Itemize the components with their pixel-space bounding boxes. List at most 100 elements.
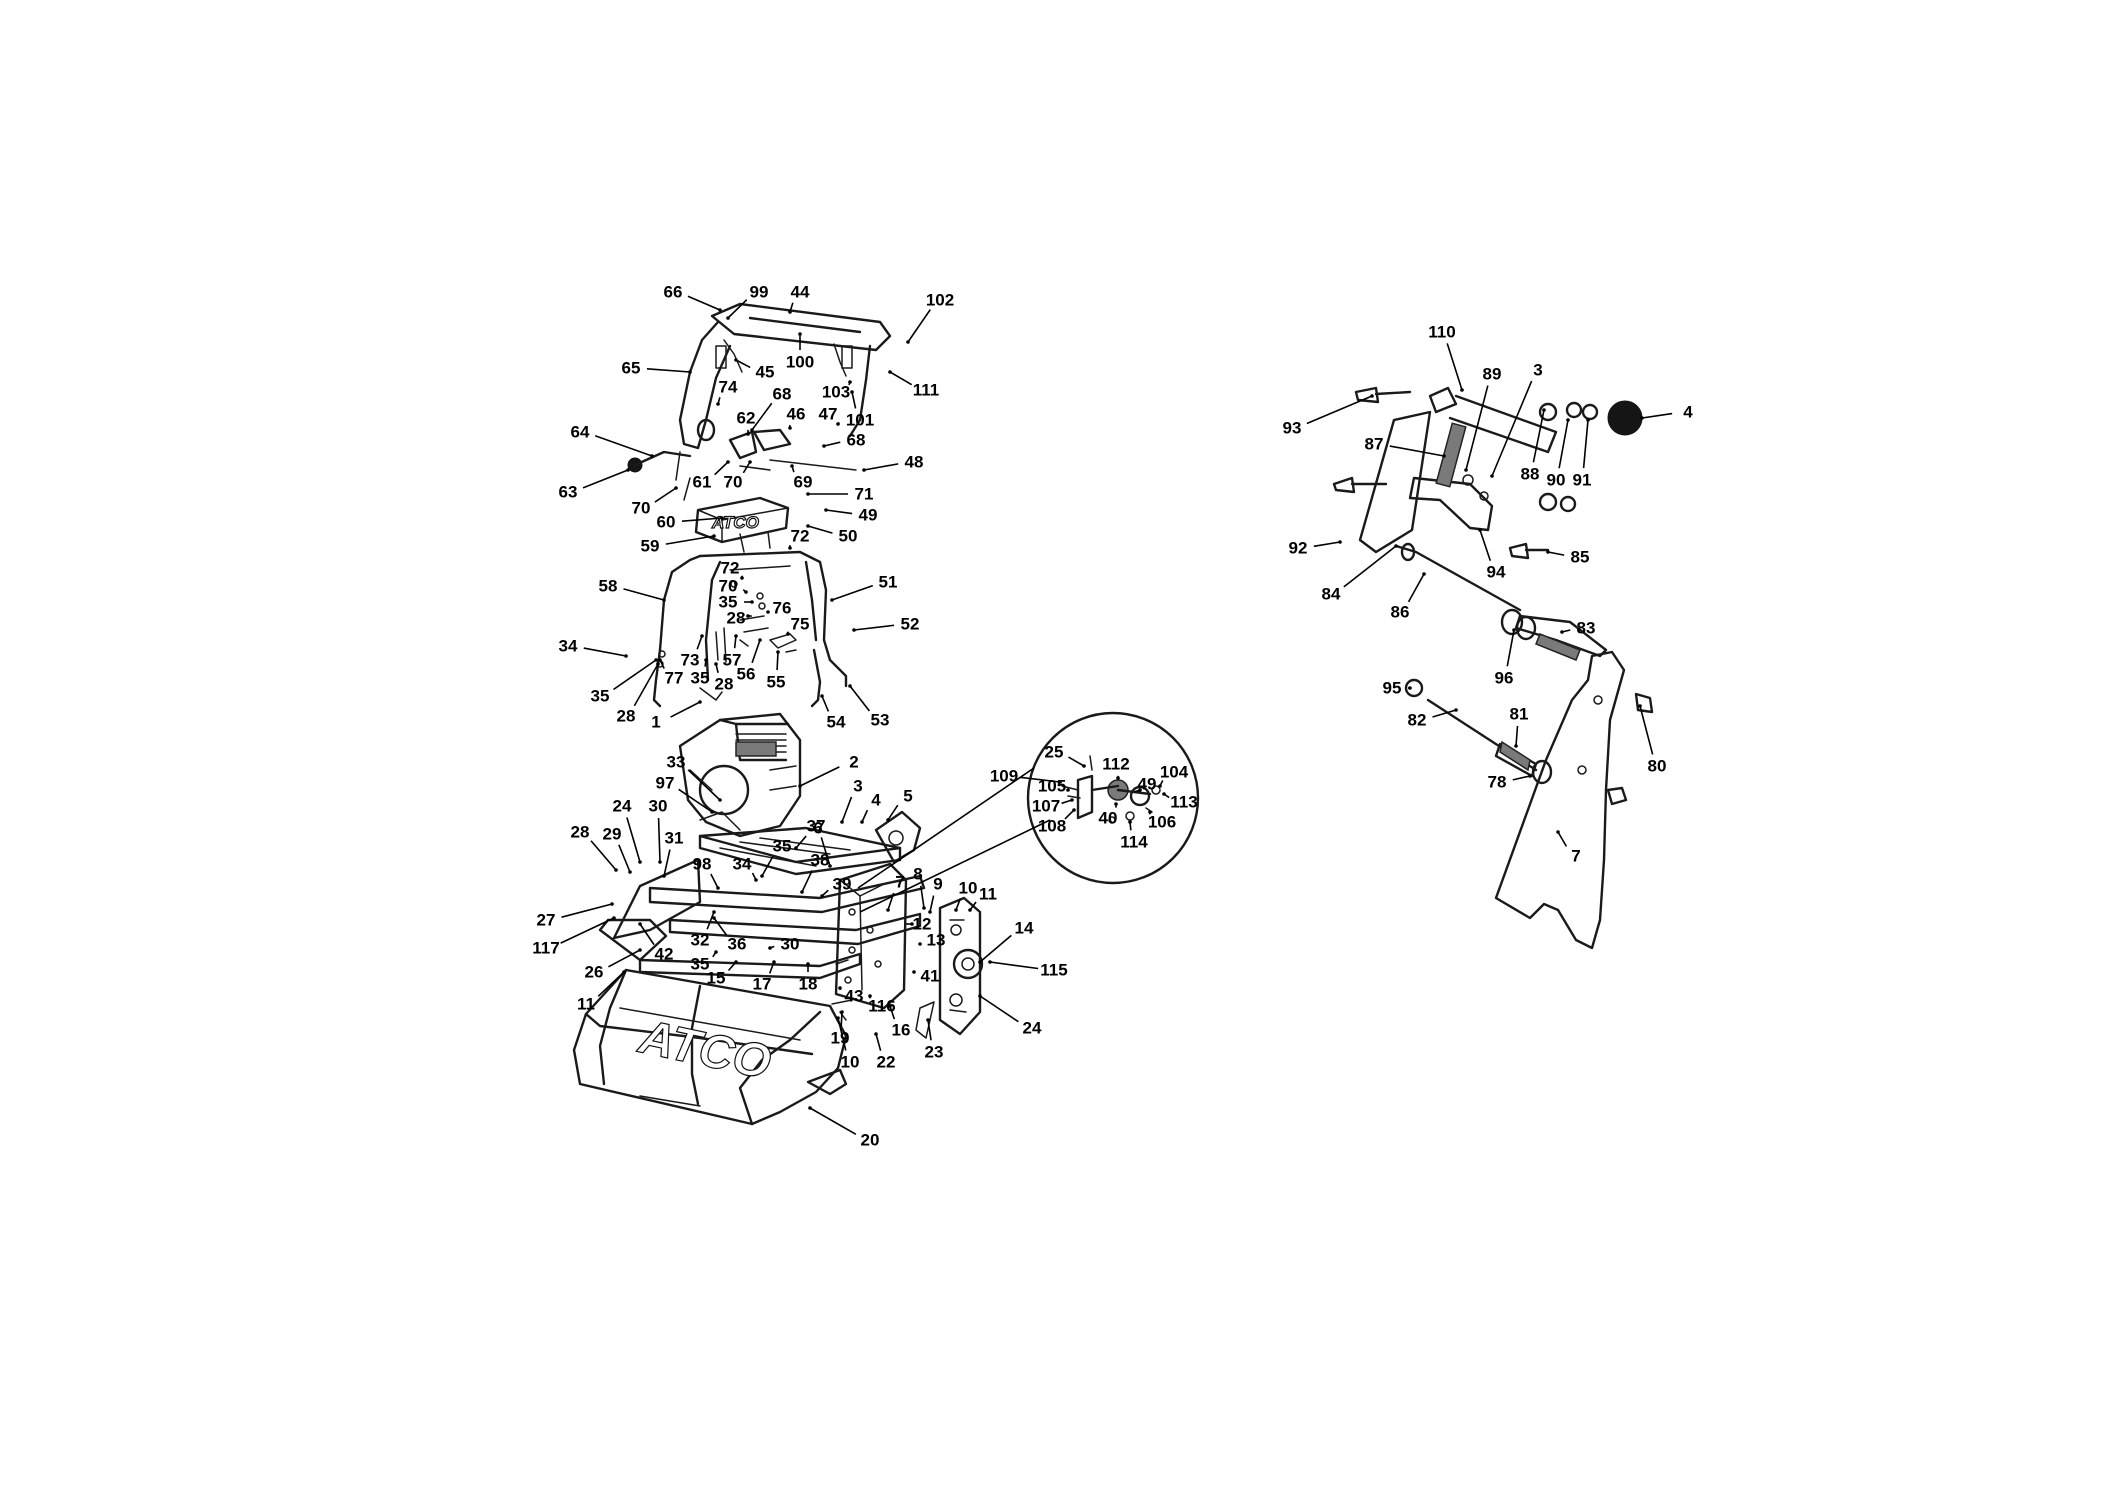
callout-leader (851, 391, 857, 409)
callout-number: 22 (877, 1053, 896, 1072)
callout-leader (849, 685, 871, 712)
callout-arrowhead (840, 1010, 844, 1014)
callout-leader (1343, 545, 1397, 588)
callout-leader (929, 895, 935, 913)
callout-arrowhead (808, 1106, 812, 1110)
callout-arrowhead (1442, 454, 1446, 458)
throttle-lever (627, 450, 692, 473)
callout-arrowhead (1162, 792, 1166, 796)
callout: 18 (799, 962, 817, 994)
callout-leader (1582, 419, 1589, 469)
callout: 88 (1521, 408, 1546, 484)
callout-arrowhead (806, 962, 810, 966)
callout-number: 41 (921, 967, 940, 986)
callout-number: 61 (693, 473, 712, 492)
callout: 36 (712, 916, 746, 954)
callout-arrowhead (928, 910, 932, 914)
callout-number: 96 (1495, 669, 1514, 688)
callout: 47 (819, 405, 840, 426)
callout-leader (594, 435, 653, 457)
callout-number: 45 (756, 363, 775, 382)
callout-leader (837, 1017, 847, 1051)
callout-leader (825, 509, 853, 515)
callout-number: 16 (892, 1021, 911, 1040)
callout: 111 (888, 370, 939, 400)
callout-number: 65 (622, 359, 641, 378)
callout-arrowhead (1338, 540, 1342, 544)
callout-leader (809, 1107, 857, 1136)
callout-arrowhead (712, 534, 716, 538)
callout: 1 (651, 700, 702, 732)
callout-leader (841, 796, 853, 823)
callout-number: 112 (1102, 755, 1129, 774)
callout-number: 57 (723, 651, 742, 670)
callout: 17 (753, 960, 776, 994)
callout: 33 (667, 753, 722, 802)
callout: 51 (830, 573, 897, 602)
callout: 97 (656, 774, 714, 814)
callout-arrowhead (720, 516, 724, 520)
callout-arrowhead (852, 628, 856, 632)
callout: 104 (1158, 763, 1189, 788)
upper-handle-assembly (675, 302, 892, 501)
callout-leader (1019, 776, 1061, 783)
callout: 54 (820, 694, 846, 732)
callout-arrowhead (978, 994, 982, 998)
callout-arrowhead (830, 598, 834, 602)
callout: 58 (599, 577, 666, 602)
callout-arrowhead (718, 308, 722, 312)
callout: 10 (836, 1016, 859, 1072)
callout-number: 83 (1577, 619, 1596, 638)
callout: 56 (737, 638, 762, 684)
callout-leader (919, 885, 925, 909)
callout-number: 9 (933, 875, 942, 894)
callout-leader (687, 295, 721, 311)
callout-leader (1532, 409, 1545, 463)
callout-arrowhead (978, 960, 982, 964)
callout: 85 (1546, 548, 1589, 567)
callout-leader (670, 701, 701, 718)
callout-leader (1061, 799, 1073, 805)
callout-number: 40 (1099, 809, 1118, 828)
callout: 96 (1495, 628, 1516, 688)
callout: 9 (928, 875, 943, 914)
callout-arrowhead (1490, 474, 1494, 478)
callout-arrowhead (718, 798, 722, 802)
callout-leader (665, 535, 715, 545)
callout-arrowhead (654, 658, 658, 662)
callout-arrowhead (788, 546, 792, 550)
callout-number: 70 (724, 473, 743, 492)
callout-leader (1389, 445, 1445, 457)
callout-leader (1512, 775, 1531, 781)
callout-leader (623, 588, 665, 601)
callout-arrowhead (862, 468, 866, 472)
callout-arrowhead (734, 634, 738, 638)
callout-leader (1068, 756, 1085, 767)
callout-arrowhead (922, 906, 926, 910)
callout: 68 (822, 431, 865, 450)
callout-arrowhead (1072, 808, 1076, 812)
callout-arrowhead (918, 942, 922, 946)
callout-number: 7 (895, 873, 904, 892)
callout-arrowhead (658, 860, 662, 864)
callout-arrowhead (1640, 416, 1644, 420)
callout-number: 50 (839, 527, 858, 546)
callout-arrowhead (704, 658, 708, 662)
callout: 7 (886, 873, 905, 912)
callout-leader (654, 487, 677, 503)
callout-arrowhead (750, 600, 754, 604)
callout-leader (1479, 529, 1492, 562)
callout-arrowhead (1066, 788, 1070, 792)
callout-number: 6 (813, 819, 822, 838)
callout-arrowhead (848, 380, 852, 384)
callout-number: 54 (827, 713, 846, 732)
callout-arrowhead (612, 916, 616, 920)
callout: 91 (1573, 418, 1591, 490)
callout: 116 (868, 994, 896, 1016)
callout-number: 113 (1170, 793, 1197, 812)
callout: 10 (954, 879, 977, 912)
callout-arrowhead (700, 634, 704, 638)
callout: 37 (807, 817, 832, 868)
callout: 27 (537, 902, 614, 930)
callout-arrowhead (1058, 780, 1062, 784)
